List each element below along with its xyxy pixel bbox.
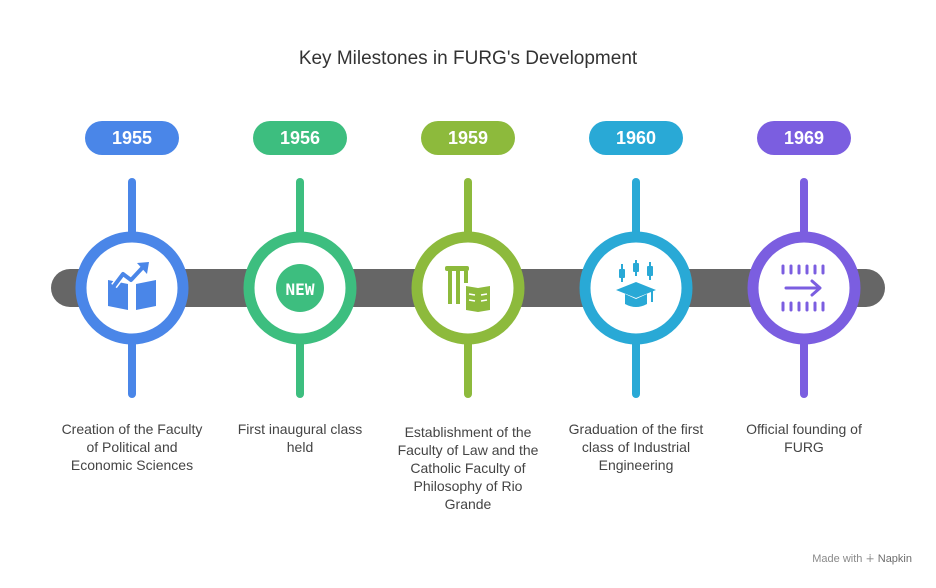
milestone-description-1956: First inaugural class held xyxy=(237,421,363,455)
milestone-circle xyxy=(75,231,189,345)
milestone-1955: 1955 xyxy=(75,121,189,398)
arrow-forward-icon xyxy=(781,264,825,312)
year-pill xyxy=(421,121,515,155)
year-pill xyxy=(85,121,179,155)
napkin-logo-icon: ∔ xyxy=(865,553,875,565)
column-book-icon xyxy=(445,266,490,312)
year-label: 1959 xyxy=(448,128,488,148)
year-pill xyxy=(589,121,683,155)
year-pill xyxy=(757,121,851,155)
milestone-description-1959: Establishment of the Faculty of Law and … xyxy=(397,424,539,512)
year-label: 1955 xyxy=(112,128,152,148)
napkin-attribution: Made with ∔ Napkin xyxy=(812,552,912,565)
milestone-1959: 1959 xyxy=(411,121,525,398)
year-label: 1956 xyxy=(280,128,320,148)
growth-chart-icon xyxy=(108,262,156,310)
milestone-description-1969: Official founding of FURG xyxy=(746,421,862,455)
new-badge-text: NEW xyxy=(286,280,315,299)
graduation-cap-icon xyxy=(616,260,656,307)
new-badge-icon: NEW xyxy=(276,264,324,312)
milestone-1969: 1969 xyxy=(747,121,861,398)
milestone-description-1955: Creation of the Faculty of Political and… xyxy=(61,421,203,473)
year-pill xyxy=(253,121,347,155)
milestone-description-1960: Graduation of the first class of Industr… xyxy=(568,421,704,473)
year-label: 1960 xyxy=(616,128,656,148)
year-label: 1969 xyxy=(784,128,824,148)
made-with-label: Made with xyxy=(812,553,863,565)
brand-label: Napkin xyxy=(877,553,912,565)
page-title: Key Milestones in FURG's Development xyxy=(298,48,638,69)
milestone-1960: 1960 xyxy=(579,121,693,398)
milestone-1956: 1956 NEW xyxy=(243,121,357,398)
